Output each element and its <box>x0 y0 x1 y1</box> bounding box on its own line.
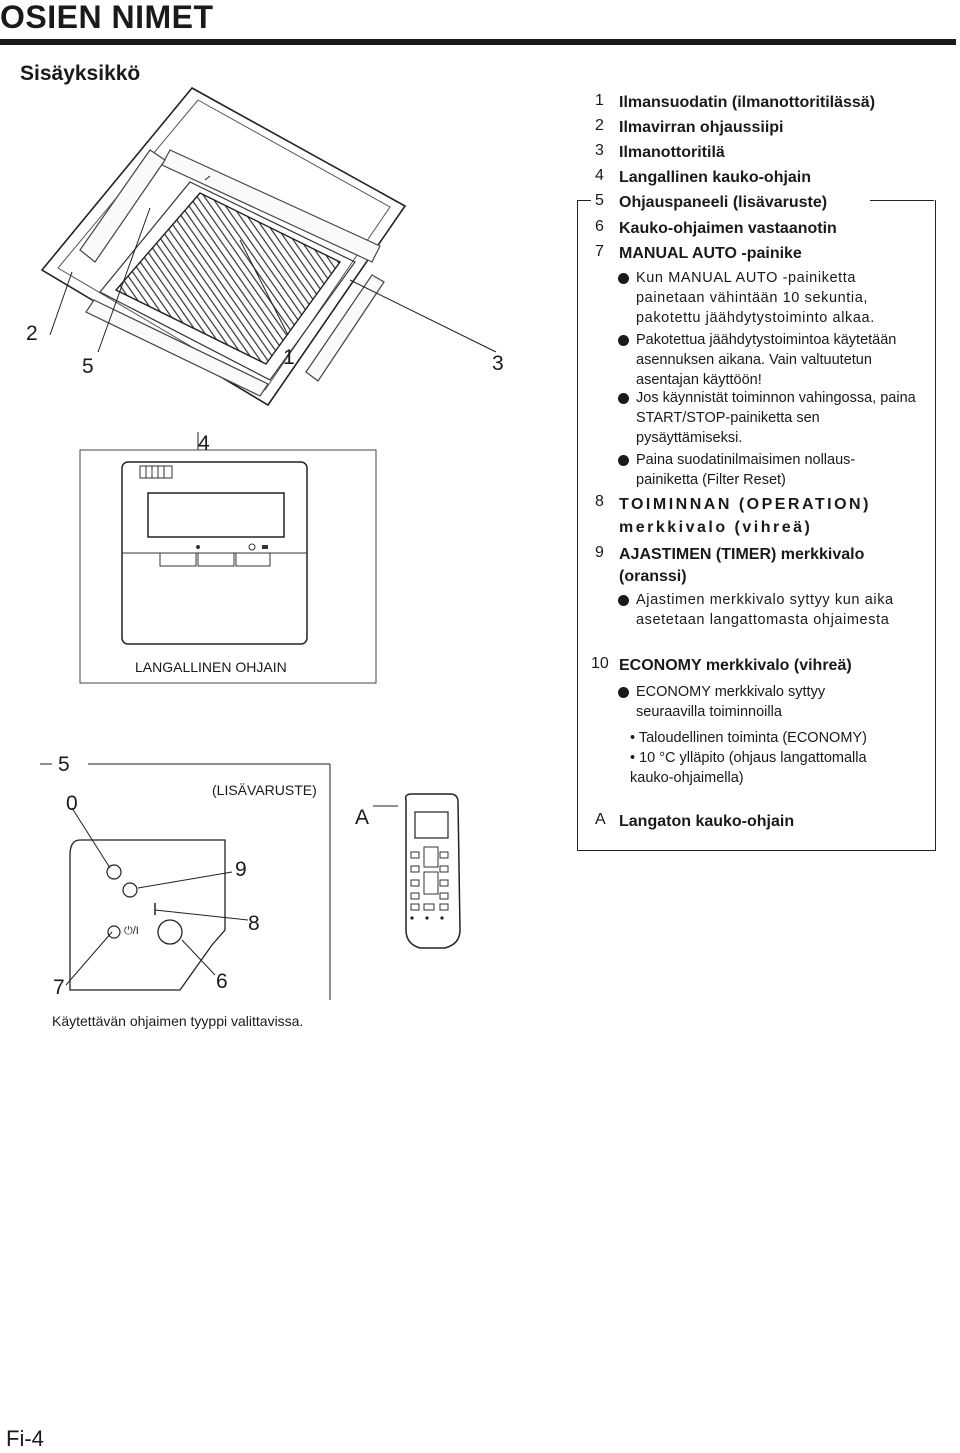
wired-controller-label: LANGALLINEN OHJAIN <box>135 659 287 675</box>
callout-0: 0 <box>66 792 78 815</box>
bullet-dot <box>618 335 629 346</box>
legend-num: 7 <box>595 243 604 260</box>
bullet-dot <box>618 595 629 606</box>
legend-text: Langallinen kauko-ohjain <box>619 169 812 186</box>
callout-1: 1 <box>283 346 295 369</box>
bullet-text: Kun MANUAL AUTO -painiketta painetaan vä… <box>636 270 875 326</box>
bullet-text: Paina suodatinilmaisimen nollaus-painike… <box>636 452 856 488</box>
bullet-text: Jos käynnistät toiminnon vahingossa, pai… <box>636 390 916 446</box>
section-heading: Sisäyksikkö <box>20 62 141 85</box>
callout-9: 9 <box>235 858 247 881</box>
legend-text: ECONOMY merkkivalo (vihreä) <box>619 657 852 674</box>
callout-5: 5 <box>82 355 94 378</box>
bullet-text: ECONOMY merkkivalo syttyy seuraavilla to… <box>636 684 826 720</box>
legend-num: A <box>595 811 606 828</box>
legend-frame <box>577 200 936 851</box>
louver <box>79 149 166 263</box>
wired-controller-frame <box>79 449 377 684</box>
legend-text: AJASTIMEN (TIMER) merkkivalo (oranssi) <box>619 546 865 585</box>
economy-sub-2: • 10 °C ylläpito (ohjaus langattomalla k… <box>630 750 867 786</box>
bullet-dot <box>618 273 629 284</box>
legend-num: 9 <box>595 544 604 561</box>
bullet-text: Pakotettua jäähdytystoimintoa käytetään … <box>636 332 897 388</box>
legend-text: TOIMINNAN (OPERATION) merkkivalo (vihreä… <box>619 496 871 536</box>
legend-text: Ilmavirran ohjaussiipi <box>619 119 784 136</box>
legend-num: 8 <box>595 493 604 510</box>
controller-button <box>197 552 235 567</box>
louver <box>85 299 269 397</box>
legend-frame-top-right <box>870 200 934 201</box>
timer-led <box>122 882 138 898</box>
grille-frame <box>99 181 356 381</box>
bullet-dot <box>618 393 629 404</box>
controller-button <box>235 552 271 567</box>
callout-A: A <box>355 806 370 829</box>
bullet-dot <box>618 455 629 466</box>
control-panel <box>69 839 226 991</box>
legend-text: Ilmansuodatin (ilmanottoritilässä) <box>619 94 876 111</box>
legend-num: 2 <box>595 117 604 134</box>
economy-sub-1: • Taloudellinen toiminta (ECONOMY) <box>630 730 867 746</box>
remote-display <box>414 811 449 839</box>
page-number: Fi-4 <box>6 1426 44 1451</box>
controller-display <box>147 492 285 538</box>
economy-led <box>106 864 122 880</box>
callout-3: 3 <box>492 352 504 375</box>
controller-button <box>159 552 197 567</box>
legend-num: 3 <box>595 142 604 159</box>
callout-5-panel: 5 <box>58 753 70 776</box>
title-underline <box>0 39 956 45</box>
bullet-text: Ajastimen merkkivalo syttyy kun aika ase… <box>636 592 894 628</box>
callout-7: 7 <box>53 976 65 999</box>
callout-2: 2 <box>26 322 38 345</box>
power-icon: ⏻/I <box>124 925 139 937</box>
legend-text: Langaton kauko-ohjain <box>619 813 795 830</box>
legend-text: MANUAL AUTO -painike <box>619 245 802 262</box>
receiver-window <box>157 919 183 945</box>
bullet-dot <box>618 687 629 698</box>
legend-text: Ilmanottoritilä <box>619 144 725 161</box>
louver <box>305 274 385 382</box>
callout-6: 6 <box>216 970 228 993</box>
legend-num: 1 <box>595 92 604 109</box>
legend-text: Ohjauspaneeli (lisävaruste) <box>619 192 857 214</box>
legend-text: Kauko-ohjaimen vastaanotin <box>619 220 837 237</box>
intake-grille <box>114 192 342 365</box>
callout-4: 4 <box>198 432 210 455</box>
page-title: OSIEN NIMET <box>0 0 214 35</box>
manual-auto-button <box>107 925 121 939</box>
legend-num: 10 <box>591 655 609 672</box>
legend-frame-top-left <box>577 200 591 201</box>
footnote: Käytettävän ohjaimen tyyppi valittavissa… <box>52 1013 304 1029</box>
legend-num: 4 <box>595 167 604 184</box>
legend-num: 6 <box>595 218 604 235</box>
callout-8: 8 <box>248 912 260 935</box>
optional-label: (LISÄVARUSTE) <box>212 782 317 798</box>
legend-num: 5 <box>595 192 604 209</box>
